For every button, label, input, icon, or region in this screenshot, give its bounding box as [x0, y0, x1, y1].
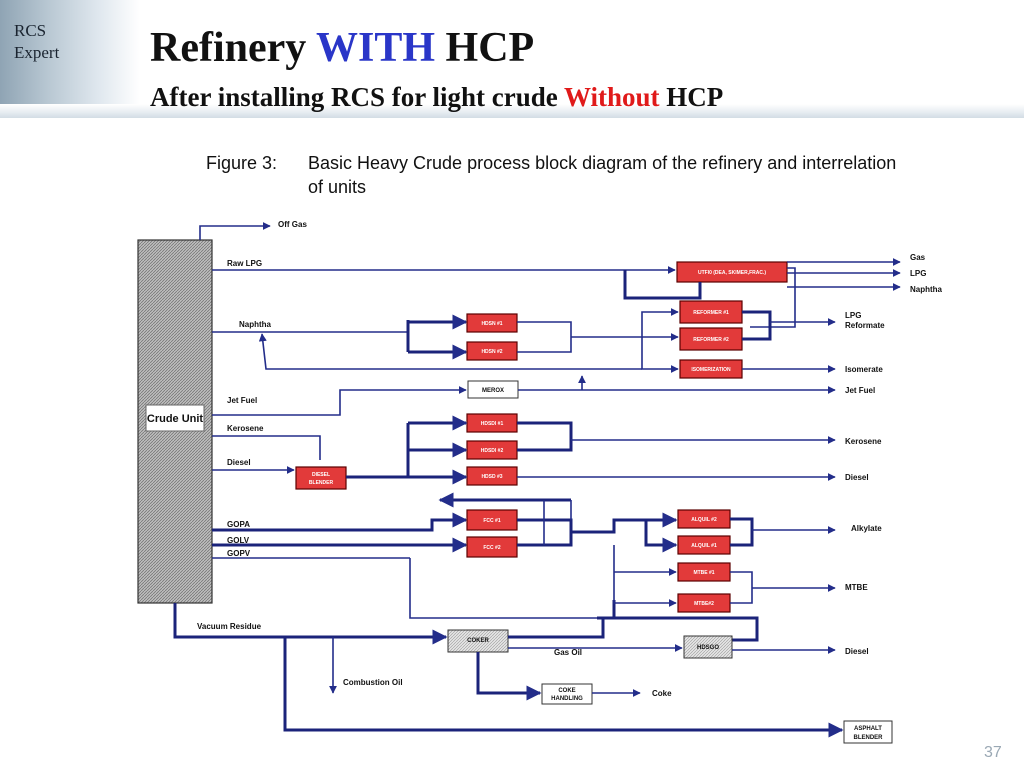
slide-title: Refinery WITH HCP — [150, 24, 534, 72]
flow-kerosene — [212, 435, 321, 460]
stream-label-kerosene: Kerosene — [227, 424, 264, 433]
unit-coke-handling-label-1: COKE — [558, 688, 575, 694]
product-alkylate: Alkylate — [851, 524, 882, 533]
product-diesel-2: Diesel — [845, 647, 869, 656]
unit-asphalt-blender-label-2: BLENDER — [853, 735, 883, 741]
stream-label-diesel: Diesel — [227, 458, 251, 467]
unit-mtbe-1-label: MTBE #1 — [693, 570, 714, 576]
flow-utfi-reformer — [750, 267, 796, 328]
flow-naphtha-return — [258, 333, 642, 370]
brand-line-2: Expert — [14, 43, 60, 62]
crude-unit-label-box — [145, 404, 205, 432]
page-number: 37 — [984, 744, 1002, 761]
product-isomerate: Isomerate — [845, 365, 883, 374]
flow-jet-fuel — [212, 386, 467, 416]
stream-label-gopa: GOPA — [227, 520, 250, 529]
product-lpg: LPG — [910, 269, 926, 278]
unit-coke-handling-label-2: HANDLING — [551, 696, 583, 702]
stream-label-vacuum-residue: Vacuum Residue — [197, 622, 262, 631]
brand-line-1: RCS — [14, 21, 47, 40]
flow-fcc-to-alquil — [571, 518, 678, 553]
flow-utfi-recycle — [623, 270, 702, 300]
product-kerosene: Kerosene — [845, 437, 882, 446]
unit-utfi-label: UTFI0 (DEA, SKIMER,FRAC.) — [698, 270, 766, 276]
unit-hdsn-1 — [466, 313, 518, 333]
unit-hdsgo-label: HDSGO — [697, 645, 719, 651]
slide-subtitle: After installing RCS for light crude Wit… — [150, 82, 723, 113]
flow-off-gas — [199, 222, 271, 240]
stream-label-naphtha: Naphtha — [239, 320, 272, 329]
flow-gopa — [212, 512, 468, 532]
product-jet-fuel: Jet Fuel — [845, 386, 875, 395]
flow-alquil-link — [730, 517, 754, 547]
title-accent: WITH — [316, 25, 436, 71]
brand-logo-text: RCS Expert — [14, 20, 59, 64]
stream-label-raw-lpg: Raw LPG — [227, 259, 262, 268]
flow-to-isomerization — [641, 337, 679, 373]
title-pre: Refinery — [150, 25, 317, 71]
unit-hdsn-2-label: HDSN #2 — [481, 349, 502, 355]
unit-alquil-1-label: ALQUIL #1 — [691, 543, 717, 549]
flow-hdsn-out — [517, 321, 572, 353]
title-post: HCP — [435, 25, 535, 71]
unit-hdsd-3-label: HDSD #3 — [481, 474, 502, 480]
crude-unit-label: Crude Unit — [147, 413, 204, 425]
product-naphtha: Naphtha — [910, 285, 943, 294]
flow-coker-to-coke-handling — [476, 652, 542, 701]
unit-hdsn-2 — [466, 341, 518, 361]
stream-label-gas-oil: Gas Oil — [554, 648, 582, 657]
unit-reformer-1-label: REFORMER #1 — [693, 310, 729, 316]
unit-hdsgo — [683, 635, 733, 659]
flow-to-mtbe-2 — [613, 545, 677, 607]
subtitle-red: Without — [564, 82, 660, 112]
unit-reformer-2-label: REFORMER #2 — [693, 337, 729, 343]
corner-gradient — [0, 0, 140, 118]
unit-alquil-2-label: ALQUIL #2 — [691, 517, 717, 523]
caption-label: Figure 3: — [206, 153, 278, 173]
unit-fcc-2-label: FCC #2 — [483, 545, 500, 551]
stream-label-gopv: GOPV — [227, 549, 251, 558]
unit-merox-label: MEROX — [482, 388, 504, 394]
stream-label-off-gas: Off Gas — [278, 220, 307, 229]
unit-hdsdi-1-label: HDSDI #1 — [481, 421, 504, 427]
unit-utfi — [676, 261, 788, 283]
product-mtbe: MTBE — [845, 583, 868, 592]
unit-coker-label: COKER — [467, 638, 489, 644]
flow-hdsdi-link — [517, 421, 573, 452]
unit-diesel-blender-label-2: BLENDER — [309, 480, 334, 486]
header-band — [0, 104, 1024, 118]
unit-fcc-2 — [466, 536, 518, 558]
flow-to-reformer-1 — [571, 308, 679, 338]
unit-fcc-1-label: FCC #1 — [483, 518, 500, 524]
flow-vacuum-residue — [173, 603, 448, 645]
product-coke: Coke — [652, 689, 672, 698]
flow-to-asphalt — [283, 637, 844, 738]
stream-label-combustion-oil: Combustion Oil — [343, 678, 403, 687]
product-gas: Gas — [910, 253, 926, 262]
product-lpg-label: LPG — [845, 311, 861, 320]
stream-label-golv: GOLV — [227, 536, 250, 545]
unit-coke-handling — [541, 683, 593, 705]
unit-asphalt-blender — [843, 720, 893, 744]
caption-text: Basic Heavy Crude process block diagram … — [308, 153, 897, 197]
subtitle-post: HCP — [659, 82, 724, 112]
stream-label-jet-fuel: Jet Fuel — [227, 396, 257, 405]
unit-diesel-blender-label-1: DIESEL — [312, 472, 330, 478]
flow-gopv-to-mtbe — [597, 600, 616, 620]
subtitle-pre: After installing RCS for light crude — [150, 82, 565, 112]
product-reformate-label: Reformate — [845, 321, 885, 330]
flow-reformer-link — [742, 310, 772, 341]
product-diesel: Diesel — [845, 473, 869, 482]
unit-hdsdi-2-label: HDSDI #2 — [481, 448, 504, 454]
flow-gopv-loop — [409, 558, 597, 619]
flow-mtbe-link — [730, 571, 753, 604]
unit-isomerization-label: ISOMERIZATION — [691, 367, 731, 373]
unit-asphalt-blender-label-1: ASPHALT — [854, 726, 882, 732]
unit-hdsn-1-label: HDSN #1 — [481, 321, 502, 327]
unit-mtbe-2-label: MTBE#2 — [694, 601, 714, 607]
flow-coker-to-hdsgo — [508, 616, 759, 642]
